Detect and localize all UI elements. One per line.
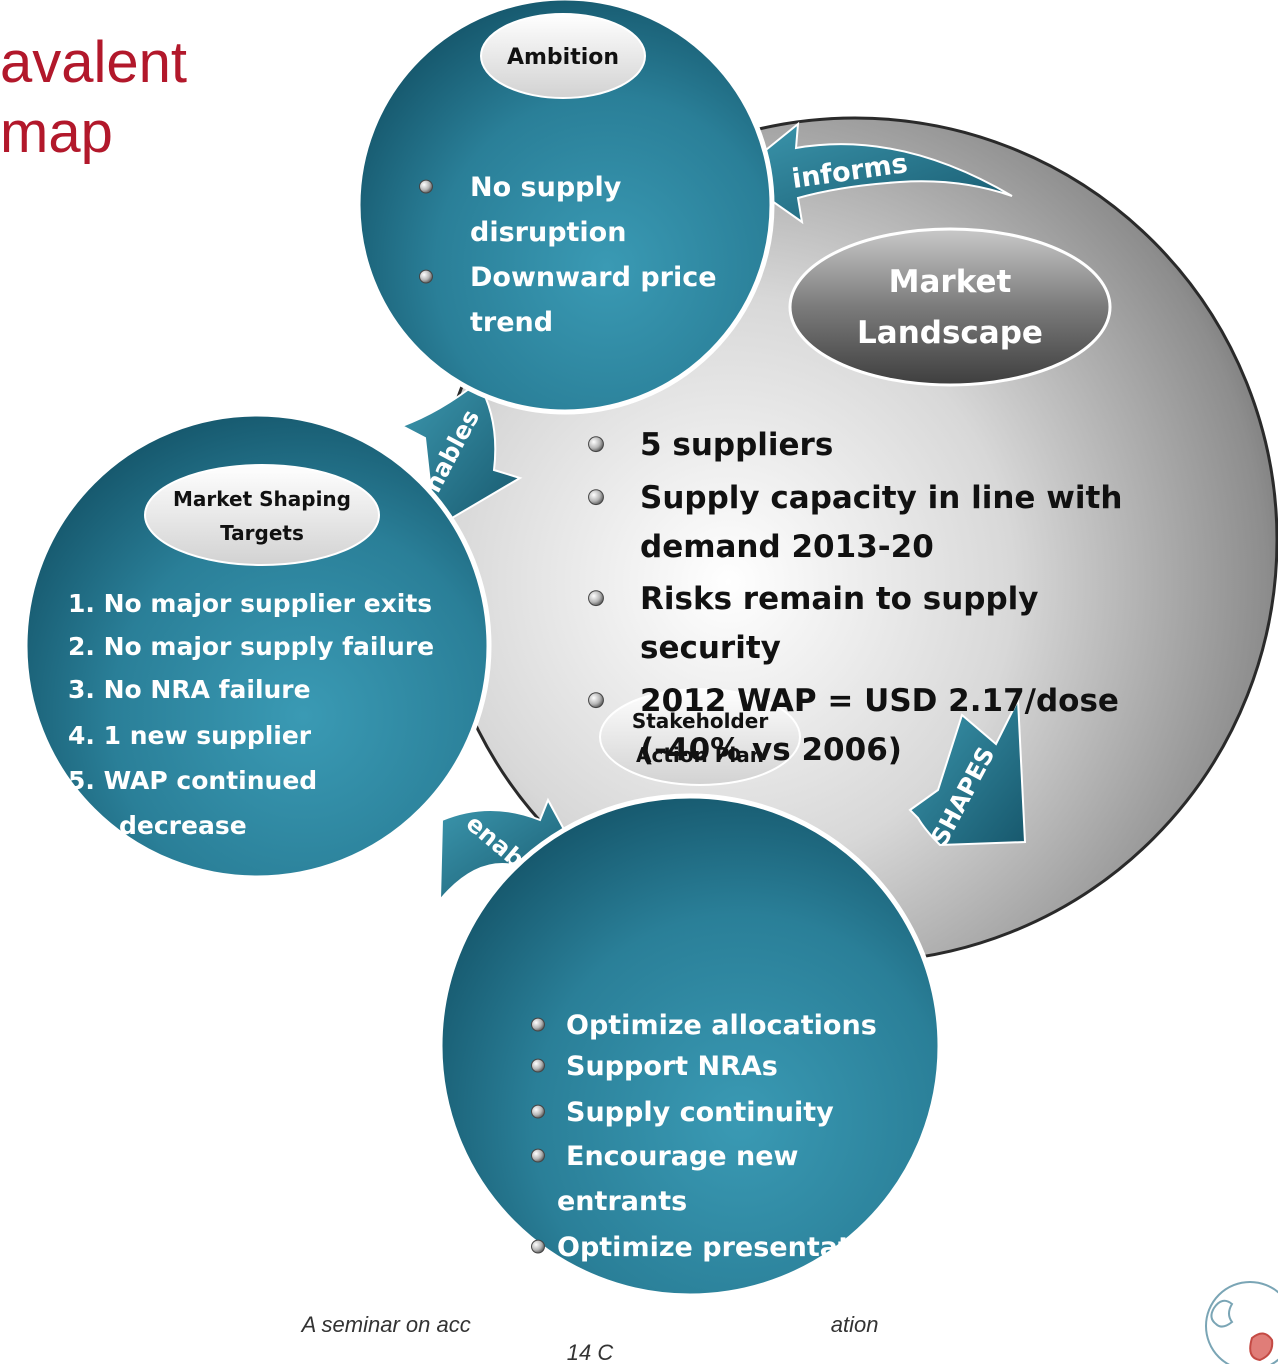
title-line-2: map [0, 100, 113, 165]
title-line-1: avalent [0, 30, 188, 95]
market-landscape-label-pill [788, 227, 1112, 387]
market_landscape-item: (-40% vs 2006) [640, 732, 902, 768]
market-landscape-label-line-1: Market [889, 264, 1012, 300]
bullet-icon [531, 1148, 545, 1163]
targets-item: 2. No major supply failure [68, 632, 434, 661]
stakeholder-item: Support NRAs [566, 1051, 778, 1082]
ambition-item: disruption [470, 217, 626, 248]
market_landscape-item: demand 2013-20 [640, 529, 934, 565]
targets-label-pill [144, 464, 380, 566]
footer-text-end: ation [830, 1312, 879, 1337]
bullet-icon [531, 1239, 545, 1254]
market_landscape-item: Risks remain to supply [640, 581, 1038, 617]
ambition-label: Ambition [507, 45, 619, 70]
ambition-circle [355, 0, 775, 415]
page-title: avalent map [0, 28, 187, 168]
stakeholder-circle [437, 793, 943, 1299]
stakeholder-item: mix [557, 1277, 612, 1308]
ambition-item: trend [470, 307, 553, 338]
bullet-icon [588, 436, 604, 453]
stakeholder-item: Optimize presentation [557, 1232, 898, 1263]
shapes-arrow [908, 696, 1027, 847]
ambition-label-pill [480, 13, 646, 99]
market_landscape-item: 5 suppliers [640, 427, 833, 463]
bullet-icon [588, 489, 604, 506]
targets-item: 5. WAP continued [68, 766, 317, 795]
bullet-icon [531, 1017, 545, 1032]
targets-item: 4. 1 new supplier [68, 721, 312, 750]
stakeholder-item: Encourage new [566, 1141, 799, 1172]
market_landscape-item: 2012 WAP = USD 2.17/dose [640, 683, 1119, 719]
targets-item: 1. No major supplier exits [68, 589, 432, 618]
globe-logo-icon [1205, 1281, 1278, 1364]
ambition-item: No supply [470, 172, 622, 203]
market_landscape-item: Supply capacity in line with [640, 480, 1122, 516]
stakeholder-label-line-1: Stakeholder [632, 709, 769, 733]
market_landscape-item: security [640, 630, 781, 666]
bullet-icon [588, 590, 604, 607]
bullet-icon [531, 1104, 545, 1119]
stakeholder-label-line-2: Action Plan [636, 743, 764, 767]
market-landscape-label-line-2: Landscape [857, 315, 1043, 351]
targets-item: 3. No NRA failure [68, 675, 311, 704]
bullet-icon [419, 269, 433, 284]
targets-item-list: 1. No major supplier exits 2. No major su… [68, 589, 434, 840]
targets-item: decrease [119, 811, 247, 840]
informs-arrow [733, 121, 1013, 225]
stakeholder-item: Optimize allocations [566, 1010, 877, 1041]
bullet-icon [588, 692, 604, 709]
stakeholder-label-pill [599, 688, 801, 786]
bullet-icon [419, 179, 433, 194]
footer-text-start: A seminar on acc [301, 1312, 471, 1337]
footer-line-1: A seminar on acc ation [200, 1312, 980, 1338]
stakeholder-item: entrants [557, 1186, 687, 1217]
bullet-icon [531, 1058, 545, 1073]
targets-label-line-2: Targets [220, 521, 304, 545]
stakeholder-item: Supply continuity [566, 1097, 834, 1128]
targets-label-line-1: Market Shaping [173, 487, 351, 511]
footer-line-2: 14 C [566, 1340, 614, 1365]
ambition-item: Downward price [470, 262, 717, 293]
